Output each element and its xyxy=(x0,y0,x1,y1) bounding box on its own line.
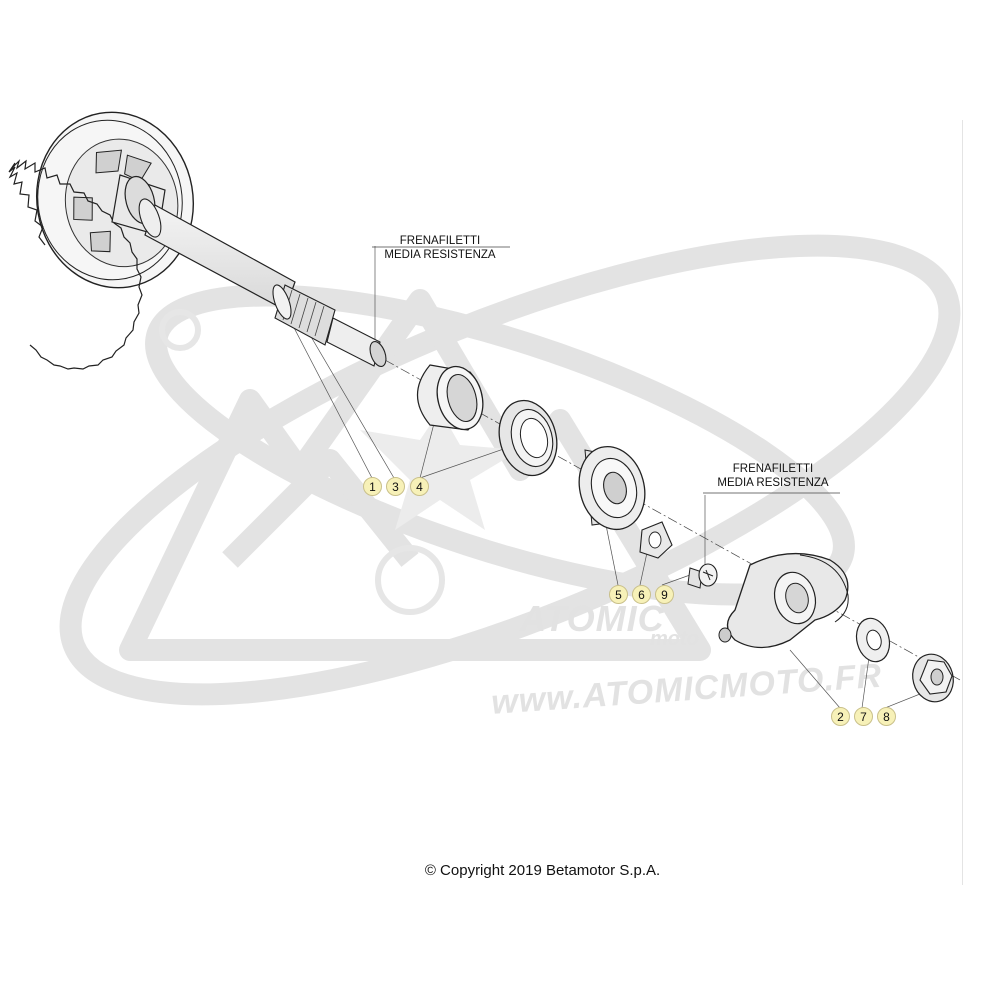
gear-outline xyxy=(37,119,183,281)
counterweight-cam xyxy=(718,552,849,649)
callout-3[interactable]: 3 xyxy=(386,477,405,496)
screw-shank xyxy=(687,567,703,589)
gear-window-4 xyxy=(89,230,111,253)
nut-bore xyxy=(930,668,944,686)
note-2-line-2: MEDIA RESISTENZA xyxy=(717,477,829,489)
note-2-line-1: FRENAFILETTI xyxy=(732,463,814,475)
leader-5 xyxy=(604,519,619,586)
leader-3 xyxy=(309,334,395,479)
shaft-spline-ring xyxy=(272,284,292,320)
callout-8[interactable]: 8 xyxy=(877,707,896,726)
threadlocker-note-2: FRENAFILETTI MEDIA RESISTENZA xyxy=(698,462,848,490)
bearing-inner xyxy=(603,471,627,505)
shaft-tip xyxy=(326,317,381,367)
watermark-mountain-inner xyxy=(222,449,419,568)
callout-4[interactable]: 4 xyxy=(410,477,429,496)
flange-nut xyxy=(912,653,954,703)
callout-2[interactable]: 2 xyxy=(831,707,850,726)
countersunk-screw xyxy=(687,563,718,589)
copyright-text: © Copyright 2019 Betamotor S.p.A. xyxy=(424,862,661,879)
callout-9[interactable]: 9 xyxy=(655,585,674,604)
leader-1 xyxy=(289,319,373,479)
threadlocker-note-1: FRENAFILETTI MEDIA RESISTENZA xyxy=(365,234,515,262)
bushing xyxy=(417,364,484,431)
watermark-brand-sub: moto xyxy=(650,628,699,650)
gear-window-3 xyxy=(73,196,93,221)
lock-plate-hole xyxy=(648,531,662,549)
watermark-dot-left xyxy=(159,309,201,351)
shaft-tip-end xyxy=(369,341,387,367)
watermark-dot-center xyxy=(375,545,445,615)
leader-2 xyxy=(789,649,841,709)
washer-hole xyxy=(866,629,882,651)
drive-shaft xyxy=(111,174,387,367)
bushing-bore xyxy=(446,373,478,423)
callout-1[interactable]: 1 xyxy=(363,477,382,496)
callout-7[interactable]: 7 xyxy=(854,707,873,726)
watermark-brand: ATOMIC xyxy=(520,598,665,639)
screw-drive xyxy=(702,569,714,581)
flat-washer xyxy=(855,617,891,663)
gear-wheel xyxy=(35,111,195,289)
oil-seal xyxy=(498,399,558,477)
note-1-line-1: FRENAFILETTI xyxy=(399,235,481,247)
lock-plate xyxy=(639,521,673,559)
frame-line-right xyxy=(962,120,963,885)
seal-bore xyxy=(519,417,549,459)
cam-pin xyxy=(718,627,732,643)
callout-6[interactable]: 6 xyxy=(632,585,651,604)
gear-window-1 xyxy=(95,149,123,174)
watermark-star xyxy=(360,410,520,530)
note-1-line-2: MEDIA RESISTENZA xyxy=(384,249,496,261)
ball-bearing xyxy=(578,445,646,531)
leader-9 xyxy=(661,574,691,586)
cam-arc xyxy=(799,554,849,623)
leader-4b xyxy=(419,444,516,479)
shaft-collar xyxy=(138,198,162,238)
gear-teeth xyxy=(8,158,143,370)
callout-5[interactable]: 5 xyxy=(609,585,628,604)
watermark-orbit-inner xyxy=(145,284,855,606)
cam-spline-bore xyxy=(785,582,809,614)
